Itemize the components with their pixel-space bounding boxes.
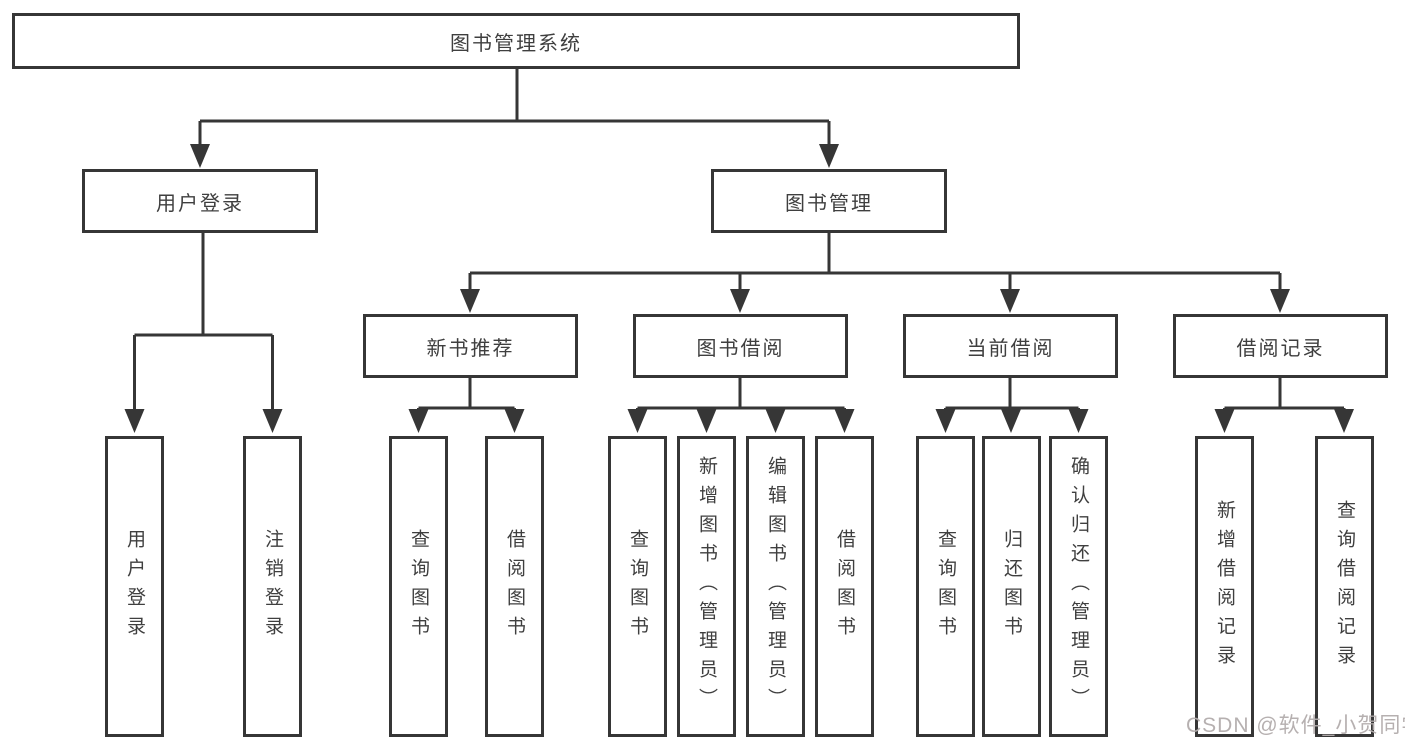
node-leaf-borrow-books: 借阅图书 — [485, 436, 544, 737]
arrowhead — [1000, 289, 1020, 313]
node-leaf-add-books-admin: 新增图书（管理员） — [677, 436, 736, 737]
node-leaf-add-borrow-record: 新增借阅记录 — [1195, 436, 1254, 737]
arrowhead — [834, 409, 855, 433]
node-book-borrow: 图书借阅 — [633, 314, 848, 378]
node-root-system: 图书管理系统 — [12, 13, 1020, 69]
node-book-mgmt-branch: 图书管理 — [711, 169, 947, 233]
arrowhead — [765, 409, 786, 433]
arrowhead — [124, 409, 145, 433]
node-leaf-query-borrow-record: 查询借阅记录 — [1315, 436, 1374, 737]
node-leaf-user-login: 用户登录 — [105, 436, 164, 737]
arrowhead — [408, 409, 429, 433]
arrowhead — [1334, 409, 1354, 433]
arrowhead — [460, 289, 480, 313]
arrowhead — [1001, 409, 1021, 433]
node-leaf-edit-books-admin: 编辑图书（管理员） — [746, 436, 805, 737]
node-leaf-confirm-return-admin: 确认归还（管理员） — [1049, 436, 1108, 737]
arrowhead — [627, 409, 648, 433]
node-leaf-query-books: 查询图书 — [389, 436, 448, 737]
arrowhead — [262, 409, 283, 433]
arrowhead — [819, 144, 839, 168]
arrowhead — [1270, 289, 1290, 313]
node-leaf-query-books-3: 查询图书 — [916, 436, 975, 737]
arrowhead — [1068, 409, 1089, 433]
node-leaf-return-books: 归还图书 — [982, 436, 1041, 737]
arrowhead — [1214, 409, 1235, 433]
node-leaf-borrow-books-2: 借阅图书 — [815, 436, 874, 737]
node-current-borrow: 当前借阅 — [903, 314, 1118, 378]
arrowhead — [696, 409, 717, 433]
node-user-login-branch: 用户登录 — [82, 169, 318, 233]
node-new-book-recommend: 新书推荐 — [363, 314, 578, 378]
arrowhead — [935, 409, 956, 433]
node-leaf-query-books-2: 查询图书 — [608, 436, 667, 737]
arrowhead — [504, 409, 525, 433]
arrowhead — [190, 144, 210, 168]
arrowhead — [730, 289, 750, 313]
csdn-watermark: CSDN @软件_小贺同学 — [1186, 714, 1405, 737]
node-borrow-records: 借阅记录 — [1173, 314, 1388, 378]
node-leaf-logout: 注销登录 — [243, 436, 302, 737]
